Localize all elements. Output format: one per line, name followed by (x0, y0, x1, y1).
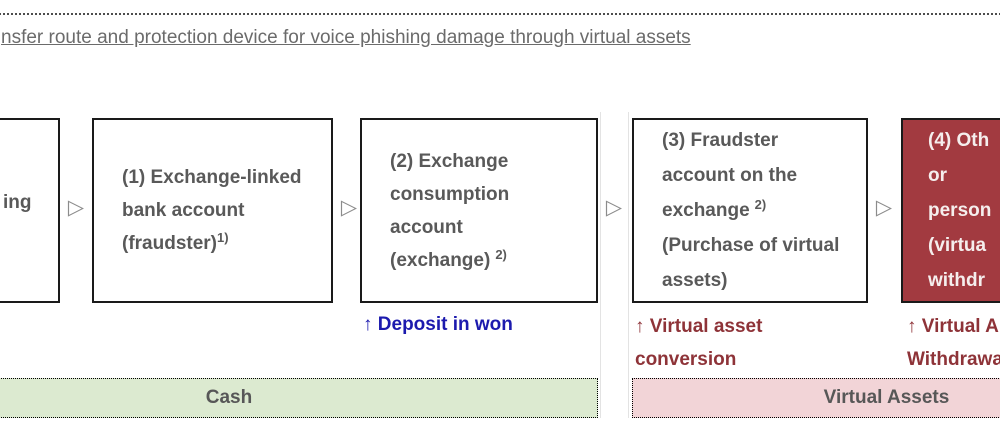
flow-box-3-line: account on the (662, 165, 798, 186)
table-gap-column (600, 112, 629, 418)
flow-box-3-line: (Purchase of virtual (662, 235, 840, 256)
flow-box-4-line: person (928, 200, 992, 221)
flow-box-0-text: ing (3, 192, 32, 213)
zone-bar-virtual-assets-label: Virtual Assets (823, 387, 950, 408)
footnote-ref-2: 2) (495, 246, 507, 262)
zone-bar-cash: Cash (0, 378, 598, 418)
flow-arrow-icon: ▷ (340, 195, 358, 219)
diagram-title-link[interactable]: nsfer route and protection device for vo… (1, 27, 691, 48)
flow-arrow-icon: ▷ (605, 195, 623, 219)
flow-box-4-line: (virtua (928, 235, 987, 256)
flow-box-4-withdrawal-partial: (4) Oth or person (virtua withdr (901, 118, 1000, 303)
footnote-ref-1: 1) (217, 230, 229, 245)
flow-arrow-icon: ▷ (875, 195, 893, 219)
label-deposit-in-won: ↑ Deposit in won (363, 314, 513, 335)
flow-box-3-line: (3) Fraudster (662, 130, 779, 151)
label-virtual-asset-withdrawal: ↑ Virtual A Withdrawa (907, 316, 1000, 370)
flow-box-1-line: bank account (122, 200, 245, 221)
section-divider-dotted (0, 13, 1000, 15)
flow-box-4-line: withdr (928, 270, 985, 291)
flow-box-1-bank-account: (1) Exchange-linked bank account (frauds… (92, 118, 333, 303)
zone-bar-cash-label: Cash (205, 387, 253, 408)
flow-box-2-consumption-account: (2) Exchange consumption account (exchan… (360, 118, 598, 303)
flow-box-2-line: (exchange) (390, 249, 491, 271)
flow-box-3-line: exchange (662, 200, 750, 221)
label-virtual-asset-conversion: ↑ Virtual asset conversion (635, 316, 763, 370)
flow-box-1-line: (1) Exchange-linked (122, 167, 302, 188)
flow-box-3-line: assets) (662, 270, 728, 291)
zone-bar-virtual-assets: Virtual Assets (632, 378, 1000, 418)
flow-box-0-partial: ing (0, 118, 60, 303)
flow-box-4-line: (4) Oth (928, 130, 990, 151)
flow-arrow-icon: ▷ (67, 195, 85, 219)
flow-box-2-line: account (390, 216, 463, 238)
flow-box-4-line: or (928, 165, 947, 186)
flow-box-2-line: consumption (390, 183, 510, 205)
flow-box-2-line: (2) Exchange (390, 150, 509, 172)
footnote-ref-2: 2) (754, 197, 767, 212)
flow-box-1-line: (fraudster) (122, 233, 218, 254)
